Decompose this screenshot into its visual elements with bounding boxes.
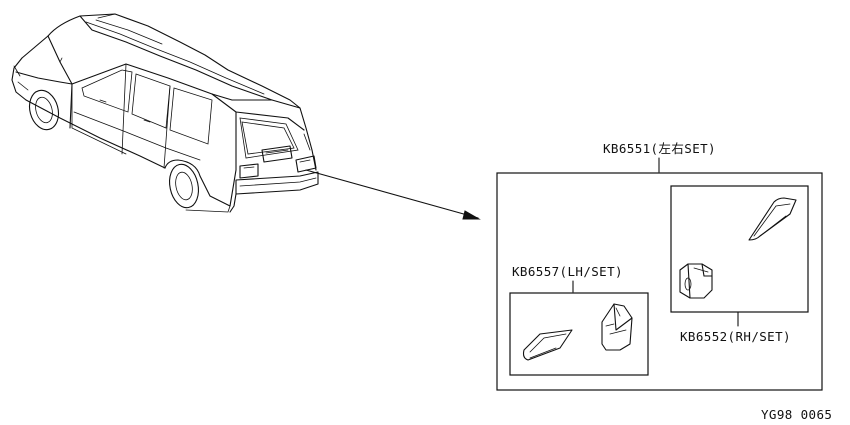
lh-bracket-part — [601, 303, 633, 351]
set-rh-label: KB6552(RH/SET) — [680, 329, 791, 344]
set-lh-box — [509, 292, 649, 376]
rh-garnish-part — [748, 197, 797, 241]
lh-garnish-part — [522, 329, 573, 361]
set-main-label: KB6551(左右SET) — [603, 141, 716, 156]
station-wagon-illustration — [11, 13, 319, 213]
leader-arrow — [305, 169, 481, 220]
rh-bracket-part — [679, 263, 713, 299]
figure-code: YG98 0065 — [761, 407, 832, 422]
set-main-box — [496, 172, 823, 391]
set-rh-box — [670, 185, 809, 313]
set-lh-label: KB6557(LH/SET) — [512, 264, 623, 279]
